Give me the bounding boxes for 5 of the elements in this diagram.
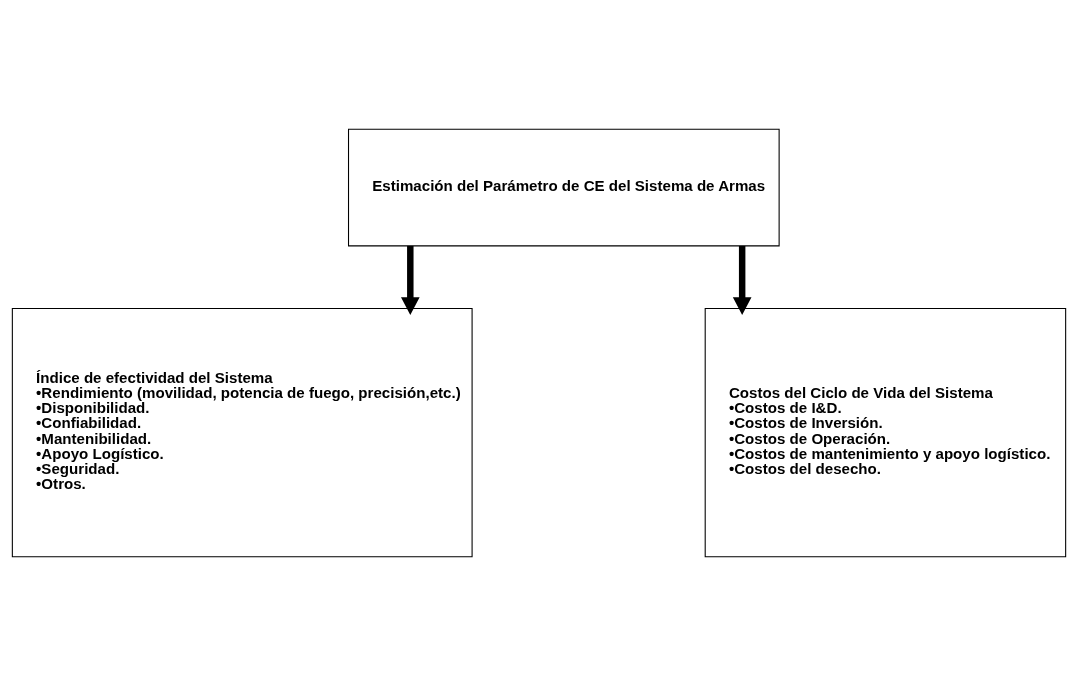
node-box: Costos del Ciclo de Vida del Sistema •Costos de I&D. •Costos de Inversión. •Costos de Operación. •Costos de mantenimiento y apoyo logístico. •Costos del desecho. [704, 307, 1067, 558]
node-box: Estimación del Parámetro de CE del Sistema de Armas [347, 128, 780, 247]
arrow [732, 245, 752, 316]
node-box: Índice de efectividad del Sistema •Rendimiento (movilidad, potencia de fuego, precisión,etc.) •Disponibilidad. •Confiabilidad. •Mantenibilidad. •Apoyo Logístico. •Seguridad. •Otros. [11, 307, 473, 558]
arrow [401, 245, 420, 316]
